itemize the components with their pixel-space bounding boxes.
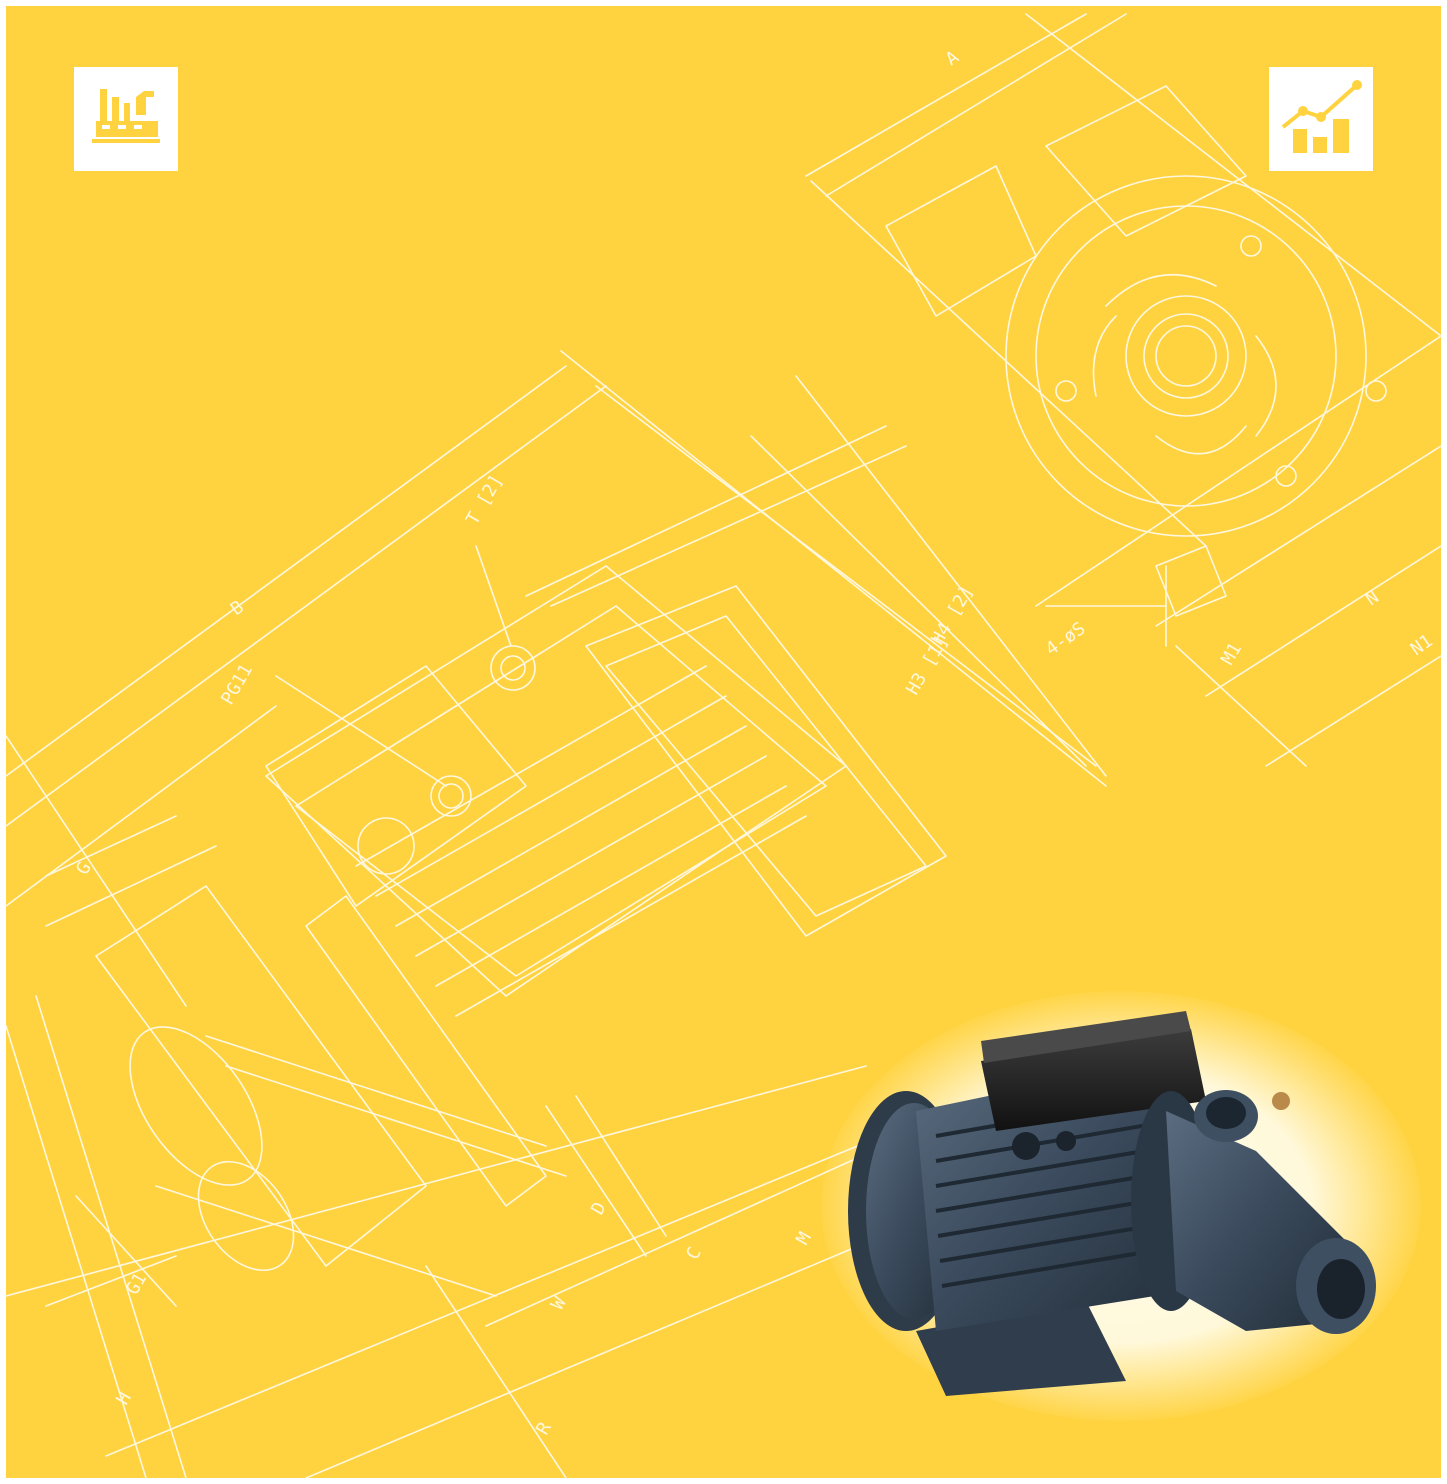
label-m: M [792, 1228, 816, 1248]
label-t2: T [2] [462, 471, 507, 528]
label-m1: M1 [1217, 639, 1246, 668]
label-w: W [547, 1293, 571, 1313]
factory-icon [74, 67, 178, 171]
label-d: D [587, 1199, 611, 1219]
label-h: H [112, 1389, 136, 1409]
label-n1: N1 [1407, 630, 1437, 660]
label-b: B [227, 597, 248, 620]
label-g: G [72, 859, 96, 879]
label-s: 4-øS [1042, 618, 1090, 660]
growth-chart-icon [1269, 67, 1373, 171]
label-a: A [942, 47, 963, 71]
label-c: C [682, 1244, 706, 1264]
water-pump-image [848, 1011, 1376, 1396]
technical-drawing: A B T [2] PG11 H3 [1] H4 [2] G D C M W R… [6, 13, 1441, 1478]
label-h4: H4 [2] [927, 582, 978, 649]
label-r: R [532, 1418, 556, 1438]
blueprint-background: A B T [2] PG11 H3 [1] H4 [2] G D C M W R… [6, 6, 1441, 1478]
label-n: N [1362, 587, 1383, 610]
